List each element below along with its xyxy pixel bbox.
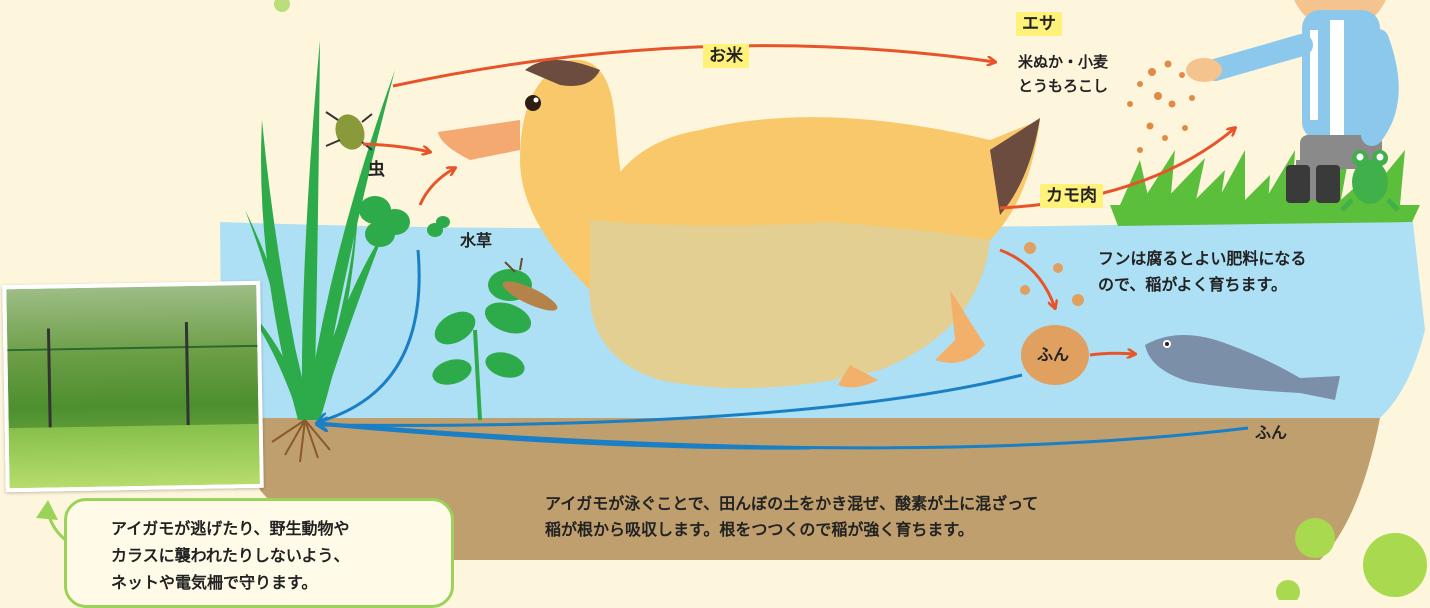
label-duck-meat: カモ肉 [1040, 184, 1103, 208]
arrow-meat-to-farmer [999, 128, 1235, 210]
arrow-poop-fall [999, 248, 1055, 308]
arrow-insect-to-duck [362, 142, 430, 152]
soil-area [240, 418, 1380, 560]
net-note-line3: ネットや電気柵で守ります。 [111, 573, 318, 592]
rice-roots [271, 419, 331, 463]
frog-illustration [1340, 150, 1400, 212]
label-poop: ふん [1037, 345, 1070, 364]
photo-fence [7, 344, 258, 352]
feed-pellets [1127, 60, 1195, 153]
arrow-weed-to-root [318, 249, 421, 422]
net-note-line2: カラスに襲われたりしないよう、 [111, 546, 350, 565]
field-net-photo [2, 280, 264, 493]
label-rice: お米 [703, 44, 749, 68]
sunflower-decoration [1276, 518, 1427, 600]
label-poop-fish: ふん [1255, 423, 1288, 442]
photo-grass [8, 423, 260, 489]
label-feed-line1: 米ぬか・小麦 [1018, 53, 1109, 71]
arrow-fishpoop-to-root [318, 423, 1249, 450]
arrow-poop-to-fish [1089, 353, 1135, 355]
poop-pile [1020, 242, 1089, 385]
label-mixing-line2: 稲が根から吸収します。根をつつくので稲が強く育ちます。 [545, 520, 974, 539]
arrow-rice-to-feed [392, 44, 995, 88]
duck-illustration [438, 59, 1040, 388]
net-note-box: アイガモが逃げたり、野生動物や カラスに襲われたりしないよう、 ネットや電気柵で… [64, 498, 454, 608]
label-feed-line2: とうもろこし [1018, 77, 1109, 95]
label-water-weed: 水草 [460, 231, 493, 250]
label-insect: 虫 [368, 160, 385, 180]
arrow-weed-to-duck [418, 168, 455, 206]
water-plant-small [359, 196, 450, 247]
net-note-line1: アイガモが逃げたり、野生動物や [111, 519, 350, 538]
label-poop-text-line1: フンは腐るとよい肥料になる [1098, 249, 1307, 268]
water-insect [502, 257, 558, 311]
photo-fence-post [46, 328, 52, 439]
insect-illustration [325, 111, 373, 151]
loach-fish [1145, 335, 1340, 400]
label-poop-text-line2: ので、稲がよく育ちます。 [1098, 275, 1287, 294]
arrow-mixing-to-root [318, 424, 811, 450]
label-feed-title: エサ [1016, 12, 1062, 36]
rice-plant [230, 40, 395, 420]
farmer-illustration [1186, 0, 1399, 203]
bug-decoration [274, 0, 290, 12]
label-mixing-line1: アイガモが泳ぐことで、田んぼの土をかき混ぜ、酸素が土に混ざって [545, 494, 1039, 513]
arrow-poop-to-root [318, 373, 1023, 425]
